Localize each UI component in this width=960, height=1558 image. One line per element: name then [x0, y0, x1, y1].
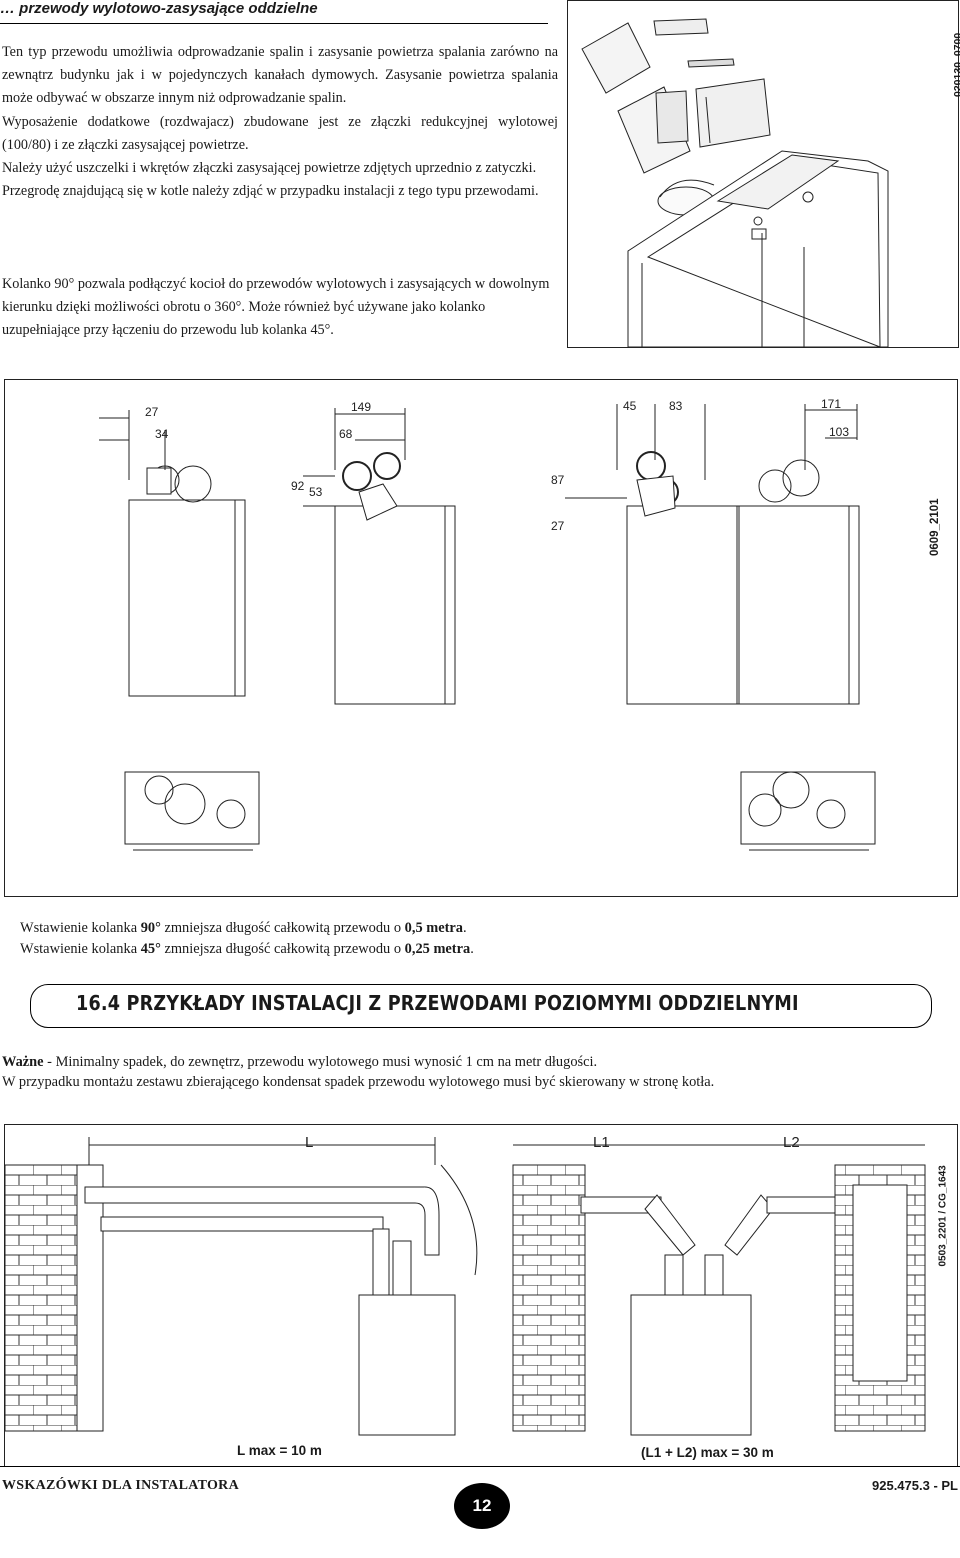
intro-text: Ten typ przewodu umożliwia odprowadzanie… [2, 41, 558, 203]
figure1-code: 020130_0700 [952, 32, 960, 97]
figure-installation: L L1 L2 L max = 10 m (L1 + L2) max = 30 … [4, 1124, 958, 1467]
paragraph-3: Należy użyć uszczelki i wkrętów złączki … [2, 160, 537, 177]
important-text: - Minimalny spadek, do zewnętrz, przewod… [43, 1054, 598, 1070]
document-code: 925.475.3 - PL [872, 1478, 958, 1493]
figure2-code: 0609_2101 [929, 498, 941, 556]
important-label: Ważne [2, 1054, 44, 1070]
label-L: L [305, 1134, 313, 1151]
dim-171: 171 [821, 397, 841, 411]
installation-drawing: L L1 L2 [4, 1134, 926, 1436]
dim-34: 34 [155, 427, 169, 441]
note1-angle: 90° [140, 920, 161, 936]
section-heading: 16.4 PRZYKŁADY INSTALACJI Z PRZEWODAMI P… [76, 991, 799, 1015]
boiler-4 [738, 505, 860, 705]
title-rule [0, 23, 548, 24]
wall-middle [512, 1164, 586, 1432]
important-note: Ważne - Minimalny spadek, do zewnętrz, p… [2, 1053, 597, 1072]
boiler-accessory-drawing [581, 18, 889, 348]
label-L2: L2 [783, 1134, 800, 1151]
paragraph-1: Ten typ przewodu umożliwia odprowadzanie… [2, 44, 558, 107]
wall-left [4, 1164, 90, 1432]
dim-27-top: 27 [145, 405, 159, 419]
boiler-1 [128, 499, 246, 697]
note1-value: 0,5 metra [404, 920, 463, 936]
boiler-right [630, 1294, 752, 1436]
paragraph-4: Przegrodę znajdującą się w kotle należy … [2, 183, 539, 200]
plan-view-1 [124, 771, 260, 845]
figure-boiler-accessory: 020130_0700 [567, 0, 960, 348]
dim-27-side: 27 [551, 519, 565, 533]
note2-prefix: Wstawienie kolanka [20, 941, 138, 957]
boiler-left [358, 1294, 456, 1436]
dim-68: 68 [339, 427, 353, 441]
figure-dimensions: 27 34 149 68 92 53 45 83 87 27 171 103 0… [4, 379, 958, 897]
dim-103: 103 [829, 425, 849, 439]
caption-left: L max = 10 m [237, 1443, 322, 1458]
elbow-note-45: Wstawienie kolanka 45° zmniejsza długość… [20, 941, 474, 957]
elbow-note-90: Wstawienie kolanka 90° zmniejsza długość… [20, 920, 467, 936]
figure3-code: 0503_2201 / CG_1643 [937, 1165, 949, 1267]
footer-title: WSKAZÓWKI DLA INSTALATORA [2, 1478, 239, 1493]
dim-92: 92 [291, 479, 305, 493]
section-title: … przewody wylotowo-zasysające oddzielne [0, 0, 318, 17]
boiler-2 [334, 505, 456, 705]
important-note-2: W przypadku montażu zestawu zbierającego… [2, 1074, 715, 1090]
label-L1: L1 [593, 1134, 610, 1151]
chimney-duct [852, 1184, 908, 1382]
note1-prefix: Wstawienie kolanka [20, 920, 138, 936]
dim-45: 45 [623, 399, 637, 413]
boiler-3 [626, 505, 748, 705]
dim-87: 87 [551, 473, 565, 487]
note1-mid: zmniejsza długość całkowitą przewodu o [164, 920, 402, 936]
dim-53: 53 [309, 485, 323, 499]
note2-angle: 45° [140, 941, 161, 957]
note2-value: 0,25 metra [404, 941, 471, 957]
dim-149: 149 [351, 400, 371, 414]
page-number: 12 [454, 1483, 510, 1529]
note2-mid: zmniejsza długość całkowitą przewodu o [164, 941, 402, 957]
elbow-text: Kolanko 90° pozwala podłączyć kocioł do … [2, 273, 558, 343]
dimension-labels: 27 34 149 68 92 53 45 83 87 27 171 103 [145, 397, 849, 533]
caption-right: (L1 + L2) max = 30 m [641, 1445, 774, 1460]
heading-box [30, 984, 932, 1028]
paragraph-2: Wyposażenie dodatkowe (rozdwajacz) zbudo… [2, 113, 558, 153]
footer-rule [0, 1466, 960, 1467]
paragraph-5: Kolanko 90° pozwala podłączyć kocioł do … [2, 276, 550, 339]
dim-83: 83 [669, 399, 683, 413]
dimensions-drawing: 27 34 149 68 92 53 45 83 87 27 171 103 [99, 397, 876, 851]
